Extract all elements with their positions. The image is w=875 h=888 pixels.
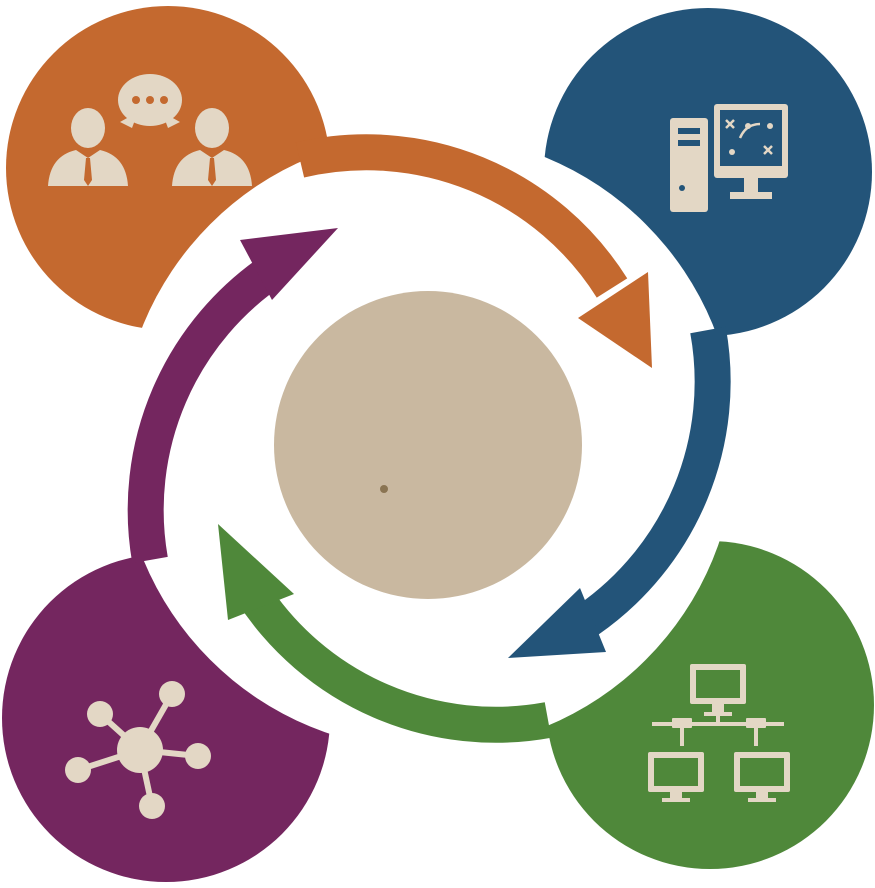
people-chat-icon [48, 74, 252, 186]
arrow-purple [127, 228, 338, 564]
center-dot [380, 485, 388, 493]
arrow-green [218, 524, 552, 743]
computer-strategy-icon [670, 104, 788, 212]
arrow-blue [508, 326, 731, 658]
center-disc [274, 291, 582, 599]
arrow-orange [295, 134, 652, 368]
network-computers-icon [648, 664, 790, 802]
hub-nodes-icon [65, 681, 211, 819]
